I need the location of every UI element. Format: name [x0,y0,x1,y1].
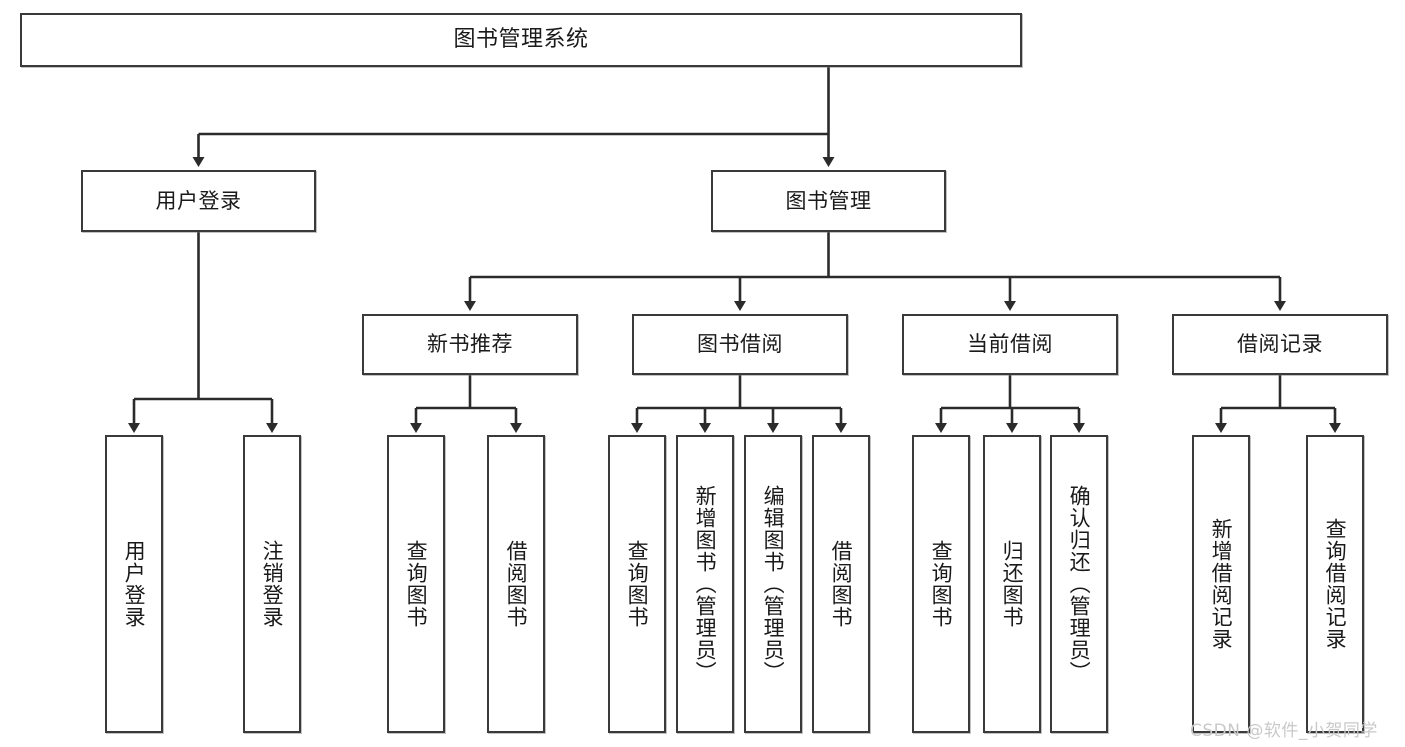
leaf-node-8-label: 借阅图书 [829,540,854,628]
level2-node-1[interactable]: 新书推荐 [362,314,578,375]
leaf-node-7[interactable]: 编辑图书（管理员） [744,435,802,733]
level1-node-1[interactable]: 用户登录 [81,170,316,232]
leaf-node-9-label: 查询图书 [929,540,954,628]
level1-node-1-label: 用户登录 [155,188,242,213]
leaf-node-1-label: 用户登录 [122,540,147,628]
leaf-node-11[interactable]: 确认归还（管理员） [1050,435,1108,733]
level1-node-2[interactable]: 图书管理 [711,170,946,232]
leaf-node-5-label: 查询图书 [625,540,650,628]
leaf-node-4[interactable]: 借阅图书 [487,435,545,733]
leaf-node-6[interactable]: 新增图书（管理员） [676,435,734,733]
root-node-book-management-system[interactable]: 图书管理系统 [20,13,1022,67]
leaf-node-2-label: 注销登录 [260,540,285,628]
level2-node-3-label: 当前借阅 [967,332,1053,357]
leaf-node-12[interactable]: 新增借阅记录 [1192,435,1250,733]
watermark-text: CSDN @软件_小贺同学 [1190,721,1378,741]
leaf-node-13[interactable]: 查询借阅记录 [1306,435,1364,733]
leaf-node-13-label: 查询借阅记录 [1323,518,1348,650]
leaf-node-3[interactable]: 查询图书 [387,435,445,733]
leaf-node-10-label: 归还图书 [1000,540,1025,628]
leaf-node-6-label: 新增图书（管理员） [693,485,718,683]
level2-node-3[interactable]: 当前借阅 [902,314,1118,375]
leaf-node-3-label: 查询图书 [404,540,429,628]
level2-node-2-label: 图书借阅 [697,332,783,357]
leaf-node-2[interactable]: 注销登录 [243,435,301,733]
leaf-node-12-label: 新增借阅记录 [1209,518,1234,650]
leaf-node-4-label: 借阅图书 [504,540,529,628]
leaf-node-11-label: 确认归还（管理员） [1067,485,1092,683]
leaf-node-10[interactable]: 归还图书 [983,435,1041,733]
leaf-node-7-label: 编辑图书（管理员） [761,485,786,683]
root-node-book-management-system-label: 图书管理系统 [453,27,589,53]
leaf-node-5[interactable]: 查询图书 [608,435,666,733]
level1-node-2-label: 图书管理 [785,188,872,213]
leaf-node-8[interactable]: 借阅图书 [812,435,870,733]
leaf-node-9[interactable]: 查询图书 [912,435,970,733]
leaf-node-1[interactable]: 用户登录 [105,435,163,733]
level2-node-2[interactable]: 图书借阅 [632,314,848,375]
level2-node-1-label: 新书推荐 [427,332,513,357]
level2-node-4[interactable]: 借阅记录 [1172,314,1388,375]
level2-node-4-label: 借阅记录 [1237,332,1323,357]
